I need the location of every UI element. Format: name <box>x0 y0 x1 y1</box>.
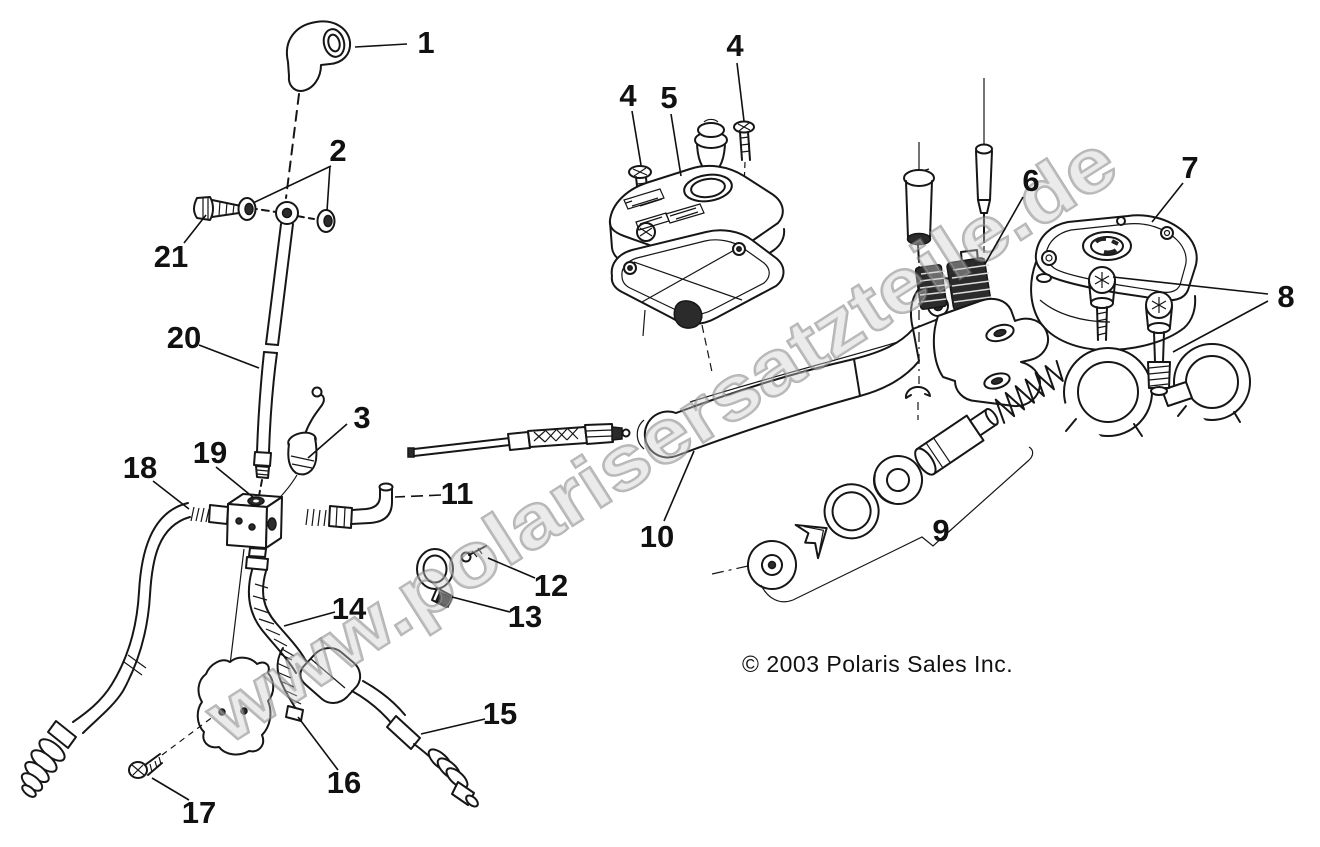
callout-19: 19 <box>193 435 227 470</box>
callout-11: 11 <box>441 476 474 511</box>
callout-17: 17 <box>182 795 216 830</box>
callout-20: 20 <box>167 320 201 355</box>
part-2-washers <box>237 197 336 233</box>
callout-20-leader <box>198 344 260 369</box>
callout-2: 2 <box>329 133 346 168</box>
lever-perch <box>932 297 1049 408</box>
part-3-switch <box>268 386 325 509</box>
part-19-block <box>226 493 283 674</box>
callout-1-leader <box>354 43 408 48</box>
callout-16-leader <box>297 716 339 771</box>
mount-plate <box>196 656 275 756</box>
part-14-hose <box>245 547 309 674</box>
callout-10-leader <box>663 450 695 522</box>
part-5-cover <box>608 118 786 373</box>
callout-14-leader <box>283 611 336 627</box>
callout-21: 21 <box>154 239 188 274</box>
callout-12: 12 <box>534 568 568 603</box>
callout-3-leader <box>307 423 348 459</box>
callout-9: 9 <box>932 513 949 548</box>
callout-5-leader <box>670 113 682 177</box>
part-9-piston-kit <box>711 359 1064 603</box>
callout-13-leader <box>451 596 511 613</box>
callout-3: 3 <box>353 400 370 435</box>
callout-4: 4 <box>619 78 637 113</box>
callout-4-leader <box>631 110 642 166</box>
part-20-rod <box>253 201 299 497</box>
part-8-bolts <box>1088 266 1173 396</box>
part-17-screw <box>128 715 215 779</box>
callout-10: 10 <box>640 519 674 554</box>
callout-18: 18 <box>123 450 157 485</box>
handlebar-clamp <box>1048 343 1251 456</box>
callout-12-leader <box>487 557 536 579</box>
callout-7: 7 <box>1181 150 1198 185</box>
callout-5: 5 <box>660 80 677 115</box>
callout-8-leader <box>1112 276 1269 295</box>
cable-rod <box>407 423 631 458</box>
part-6-boot-bellows <box>946 249 992 311</box>
copyright-text: © 2003 Polaris Sales Inc. <box>742 651 1014 677</box>
callout-2-leader <box>252 165 332 204</box>
pin-plunger <box>975 78 993 262</box>
lever-plunger <box>903 142 935 420</box>
callout-18-leader <box>152 480 190 510</box>
callout-8-leader <box>1172 300 1269 353</box>
part-15-hose <box>299 647 479 808</box>
callout-6-leader <box>984 196 1024 265</box>
callout-8: 8 <box>1277 279 1294 314</box>
part-21-bolt <box>193 196 277 221</box>
callout-13: 13 <box>508 599 542 634</box>
callout-6: 6 <box>1022 163 1039 198</box>
part-1-boot <box>285 20 352 199</box>
callout-11-leader <box>394 494 442 498</box>
callout-4: 4 <box>726 28 744 63</box>
callout-2-leader <box>326 165 331 212</box>
callout-15: 15 <box>483 696 517 731</box>
callout-7-leader <box>1151 182 1184 223</box>
part-11-pipe <box>305 482 394 529</box>
part-18-hose <box>20 502 229 798</box>
callout-16: 16 <box>327 765 361 800</box>
callout-1: 1 <box>417 25 434 60</box>
boot-bellows-left <box>914 264 948 310</box>
callout-4-leader <box>736 62 745 122</box>
callout-21-leader <box>183 214 207 244</box>
callout-14: 14 <box>332 591 367 626</box>
part-13-clamp-screw <box>435 590 453 609</box>
callout-17-leader <box>151 777 190 801</box>
callout-19-leader <box>215 466 255 499</box>
callout-15-leader <box>420 718 486 735</box>
